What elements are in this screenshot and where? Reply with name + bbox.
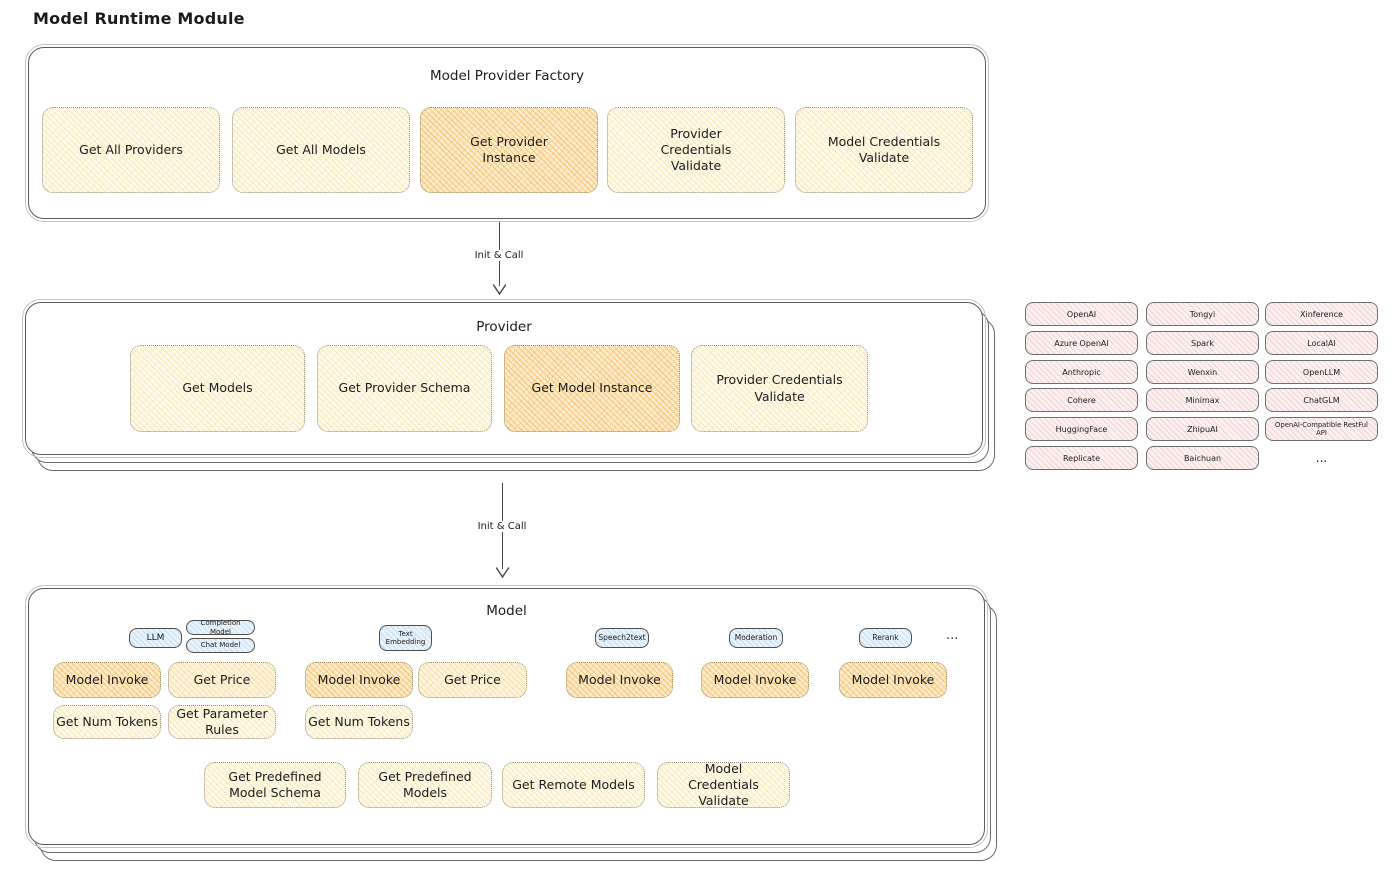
factory-cell-get-all-providers: Get All Providers — [42, 107, 220, 193]
provider-cell-get-models: Get Models — [130, 345, 305, 432]
vendor-cohere: Cohere — [1025, 388, 1138, 412]
vendor-spark: Spark — [1146, 331, 1259, 355]
vendor-localai: LocalAI — [1265, 331, 1378, 355]
arrowhead-icon — [492, 284, 507, 296]
model-get-predefined-models: Get Predefined Models — [358, 762, 492, 808]
rerank-model-invoke: Model Invoke — [839, 662, 947, 698]
page-title: Model Runtime Module — [33, 9, 245, 28]
tabs-more-ellipsis: ... — [946, 628, 959, 643]
llm-get-price: Get Price — [168, 662, 276, 698]
vendor-openllm: OpenLLM — [1265, 360, 1378, 384]
factory-cell-get-provider-instance: Get Provider Instance — [420, 107, 598, 193]
vendor-minimax: Minimax — [1146, 388, 1259, 412]
factory-cell-get-all-models: Get All Models — [232, 107, 410, 193]
vendor-more-ellipsis: ... — [1315, 451, 1328, 465]
moderation-model-invoke: Model Invoke — [701, 662, 809, 698]
arrowhead-icon — [495, 567, 510, 579]
model-model-credentials-validate: Model Credentials Validate — [657, 761, 790, 808]
text-embedding-get-num-tokens: Get Num Tokens — [305, 705, 413, 739]
tab-chat-model: Chat Model — [186, 638, 255, 653]
vendor-azure-openai: Azure OpenAI — [1025, 331, 1138, 355]
vendor-huggingface: HuggingFace — [1025, 417, 1138, 441]
factory-cell-model-credentials-validate: Model Credentials Validate — [795, 107, 973, 193]
provider-cell-provider-credentials-validate: Provider Credentials Validate — [691, 345, 868, 432]
provider-title: Provider — [476, 319, 532, 335]
speech2text-model-invoke: Model Invoke — [566, 662, 673, 698]
model-get-remote-models: Get Remote Models — [502, 762, 645, 808]
llm-get-parameter-rules: Get Parameter Rules — [168, 705, 276, 739]
vendor-openai: OpenAI — [1025, 302, 1138, 326]
vendor-chatglm: ChatGLM — [1265, 388, 1378, 412]
arrow-label-init-call-2: Init & Call — [473, 521, 531, 532]
tab-rerank: Rerank — [859, 628, 912, 648]
vendor-xinference: Xinference — [1265, 302, 1378, 326]
text-embedding-model-invoke: Model Invoke — [305, 662, 413, 698]
vendor-replicate: Replicate — [1025, 446, 1138, 470]
tab-speech2text: Speech2text — [595, 628, 649, 648]
vendor-tongyi: Tongyi — [1146, 302, 1259, 326]
factory-title: Model Provider Factory — [429, 68, 584, 84]
vendor-baichuan: Baichuan — [1146, 446, 1259, 470]
tab-llm: LLM — [129, 628, 182, 648]
tab-text-embedding: Text Embedding — [379, 625, 432, 651]
llm-get-num-tokens: Get Num Tokens — [53, 705, 161, 739]
factory-cell-provider-credentials-validate: Provider Credentials Validate — [607, 107, 785, 193]
provider-cell-get-provider-schema: Get Provider Schema — [317, 345, 492, 432]
text-embedding-get-price: Get Price — [418, 662, 527, 698]
tab-moderation: Moderation — [729, 628, 783, 648]
model-get-predefined-model-schema: Get Predefined Model Schema — [204, 762, 346, 808]
vendor-openai-compatible-restful-api: OpenAI-Compatible RestFul API — [1265, 417, 1378, 441]
arrow-label-init-call-1: Init & Call — [470, 250, 528, 261]
vendor-wenxin: Wenxin — [1146, 360, 1259, 384]
llm-model-invoke: Model Invoke — [53, 662, 161, 698]
vendor-anthropic: Anthropic — [1025, 360, 1138, 384]
provider-cell-get-model-instance: Get Model Instance — [504, 345, 680, 432]
model-title: Model — [486, 603, 527, 619]
vendor-zhipuai: ZhipuAI — [1146, 417, 1259, 441]
tab-completion-model: Completion Model — [186, 619, 255, 636]
